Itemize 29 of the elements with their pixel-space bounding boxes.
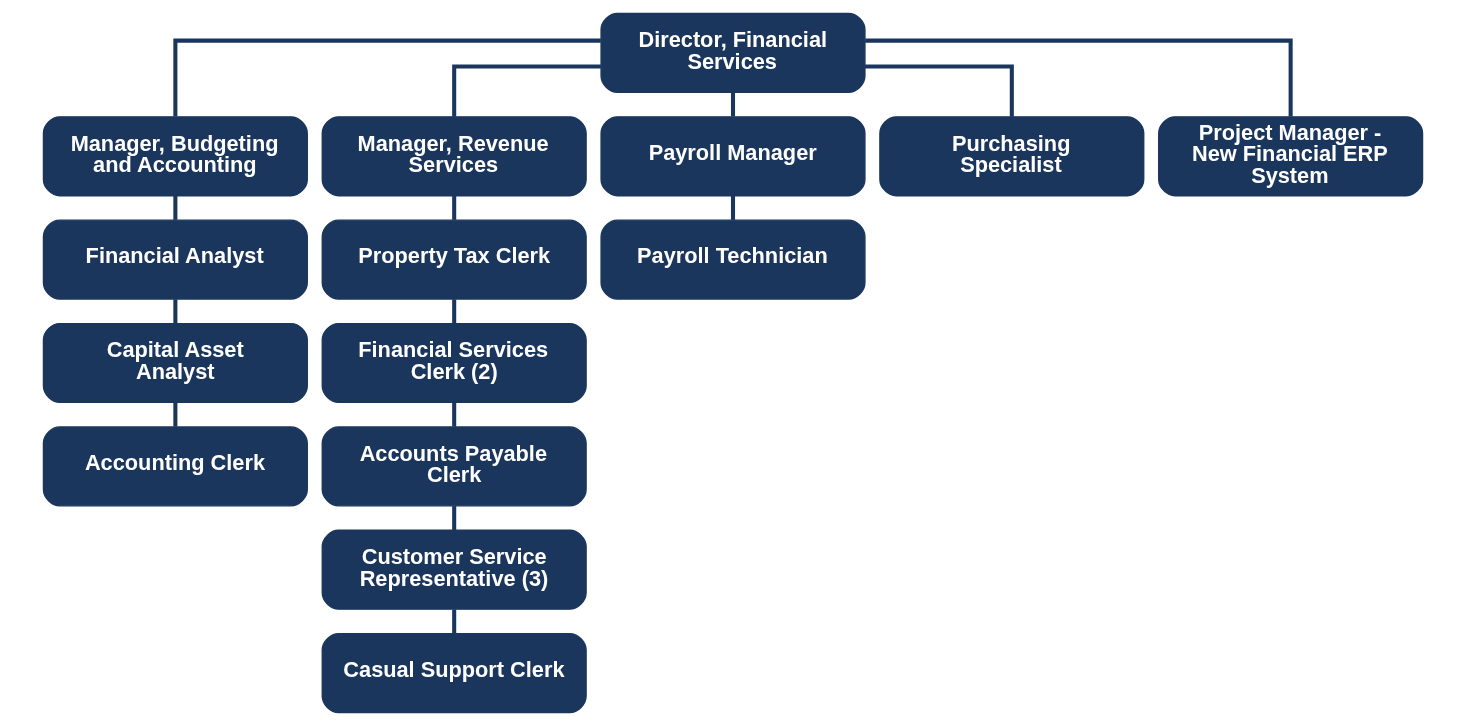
node-box: Property Tax Clerk	[321, 219, 587, 300]
node-box: Director, Financial Services	[600, 12, 866, 94]
connector	[173, 195, 178, 220]
node-box: Manager, Budgeting and Accounting	[42, 116, 308, 197]
connector	[173, 402, 178, 427]
connector	[452, 299, 457, 324]
node-box: Payroll Manager	[600, 116, 866, 197]
node-box: Manager, Revenue Services	[321, 116, 587, 197]
node-box: Casual Support Clerk	[321, 633, 587, 714]
connector	[730, 92, 736, 117]
node-box: Accounts Payable Clerk	[321, 426, 587, 507]
connector	[452, 195, 457, 220]
connector	[452, 402, 457, 427]
connector	[452, 506, 457, 530]
node-box: Capital Asset Analyst	[42, 322, 308, 404]
connector	[173, 299, 178, 324]
connector	[865, 38, 1293, 117]
node-box: Accounting Clerk	[42, 426, 308, 507]
node-box: Financial Services Clerk (2)	[321, 322, 587, 404]
connector	[865, 64, 1014, 117]
node-box: Payroll Technician	[600, 219, 866, 300]
connector	[452, 609, 457, 634]
node-box: Purchasing Specialist	[879, 116, 1145, 197]
connector	[173, 38, 601, 117]
node-box: Customer Service Representative (3)	[321, 529, 587, 610]
node-box: Financial Analyst	[42, 219, 308, 300]
connector	[452, 64, 601, 117]
connector	[730, 195, 736, 220]
node-box: Project Manager - New Financial ERP System	[1158, 116, 1424, 197]
